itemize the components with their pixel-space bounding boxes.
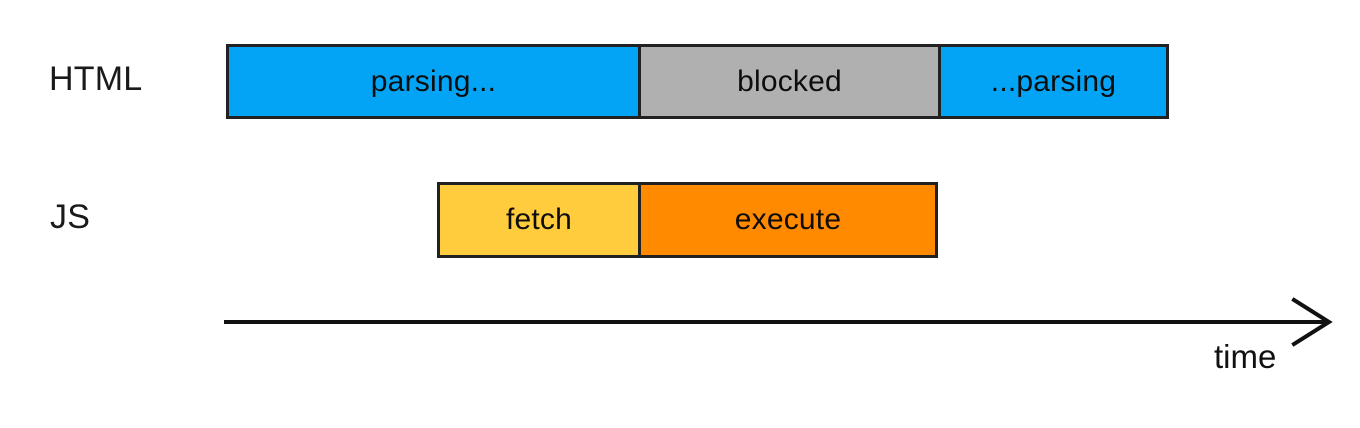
row-label-html: HTML bbox=[49, 60, 143, 98]
time-axis-label: time bbox=[1214, 338, 1277, 375]
timeline-bar-js: fetch execute bbox=[437, 182, 938, 258]
segment-execute: execute bbox=[638, 185, 935, 255]
segment-parsing-end: ...parsing bbox=[938, 47, 1166, 116]
row-label-js: JS bbox=[50, 198, 91, 236]
segment-fetch: fetch bbox=[440, 185, 638, 255]
segment-blocked: blocked bbox=[638, 47, 938, 116]
segment-parsing-start: parsing... bbox=[229, 47, 638, 116]
timeline-bar-html: parsing... blocked ...parsing bbox=[226, 44, 1169, 119]
time-axis-arrow bbox=[224, 297, 1333, 347]
